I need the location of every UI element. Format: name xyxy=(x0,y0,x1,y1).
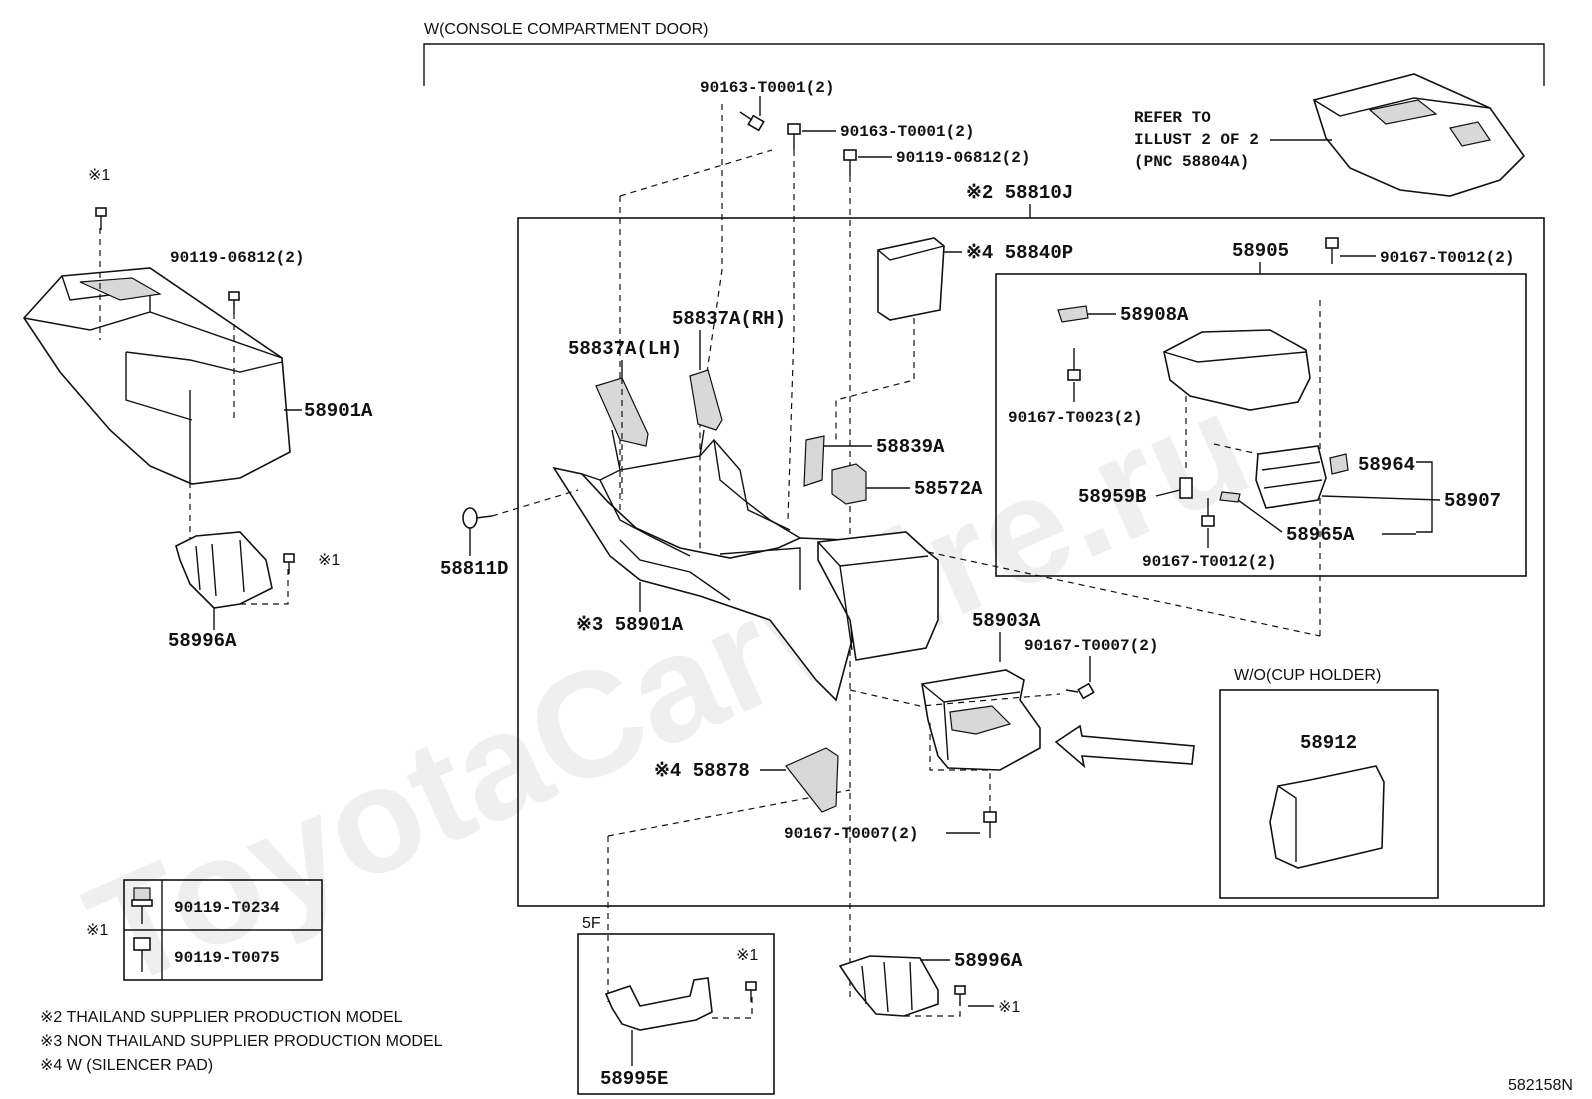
callout-58996A-bottom: 58996A xyxy=(954,950,1023,972)
left-console-58901A xyxy=(22,228,291,540)
cup-holder-58903A xyxy=(921,669,1041,771)
main-console-58901A xyxy=(552,429,853,702)
side-pad-58837A-RH xyxy=(689,369,723,431)
variant-title: W/O(CUP HOLDER) xyxy=(1234,667,1381,684)
panel-58912 xyxy=(1269,765,1385,869)
callout-90167-T0007-a: 90167-T0007(2) xyxy=(1024,637,1158,655)
bolt-icon xyxy=(95,207,107,230)
pad-58839A xyxy=(803,435,825,487)
side-pad-58837A-LH xyxy=(595,377,649,500)
callout-58810J: ※2 58810J xyxy=(966,182,1073,204)
arrow-icon xyxy=(1054,724,1195,769)
callout-58905: 58905 xyxy=(1232,240,1289,262)
illustration-code: 582158N xyxy=(1508,1077,1573,1094)
block-58572A xyxy=(831,463,867,505)
screw-icon xyxy=(843,149,857,176)
callout-58995E: 58995E xyxy=(600,1068,668,1090)
callout-58903A: 58903A xyxy=(972,610,1041,632)
callout-58912: 58912 xyxy=(1300,732,1357,754)
assembly-box-58810J xyxy=(517,217,1545,907)
callout-note1-5F: ※1 xyxy=(736,947,758,964)
callout-90163-T0001-b: 90163-T0001(2) xyxy=(840,123,974,141)
callout-58996A-left: 58996A xyxy=(168,630,237,652)
bolt-icon xyxy=(283,553,295,574)
bracket-58995E xyxy=(604,977,753,1031)
variant-5F-label: 5F xyxy=(582,915,601,932)
group-bracket xyxy=(423,43,1545,86)
callout-58907: 58907 xyxy=(1444,490,1501,512)
callout-58959B: 58959B xyxy=(1078,486,1146,508)
legend-part-1: 90119-T0234 xyxy=(174,899,280,917)
callout-58901A-main: ※3 58901A xyxy=(576,614,684,636)
note-3: ※3 NON THAILAND SUPPLIER PRODUCTION MODE… xyxy=(40,1033,443,1050)
callout-note1-bracket: ※1 xyxy=(318,552,340,569)
note-4: ※4 W (SILENCER PAD) xyxy=(40,1057,213,1074)
callout-58837A-RH: 58837A(RH) xyxy=(672,308,786,330)
callout-90167-T0023: 90167-T0023(2) xyxy=(1008,409,1142,427)
spring-58965A xyxy=(1219,491,1241,503)
clip-58964 xyxy=(1329,453,1349,475)
legend-part-2: 90119-T0075 xyxy=(174,949,280,967)
lock-58907 xyxy=(1213,443,1327,509)
bolt-icon xyxy=(131,887,153,924)
callout-90167-T0007-b: 90167-T0007(2) xyxy=(784,825,918,843)
screw-icon xyxy=(1201,498,1215,527)
callout-58811D: 58811D xyxy=(440,558,508,580)
screw-icon xyxy=(929,720,997,838)
pad-58878 xyxy=(785,747,839,813)
group-title: W(CONSOLE COMPARTMENT DOOR) xyxy=(424,21,708,38)
callout-58840P: ※4 58840P xyxy=(966,242,1073,264)
clip-58811D xyxy=(462,489,579,529)
legend-table xyxy=(123,879,323,981)
screw-icon xyxy=(1325,237,1339,264)
screw-icon xyxy=(739,111,765,132)
bracket-58996A-bottom xyxy=(838,955,961,1017)
silencer-pad-58840P xyxy=(835,237,945,440)
callout-90163-T0001-a: 90163-T0001(2) xyxy=(700,79,834,97)
callout-90167-T0012-top: 90167-T0012(2) xyxy=(1380,249,1514,267)
screw-icon xyxy=(1065,682,1095,700)
callout-58901A-left: 58901A xyxy=(304,400,373,422)
callout-90119-06812-top: 90119-06812(2) xyxy=(896,149,1030,167)
callout-58839A: 58839A xyxy=(876,436,945,458)
bolt-icon xyxy=(133,937,151,972)
callout-90119-06812: 90119-06812(2) xyxy=(170,249,304,267)
reference-console-illustration xyxy=(1312,73,1526,197)
bolt-icon xyxy=(228,291,240,314)
callout-58965A: 58965A xyxy=(1286,524,1355,546)
screw-icon xyxy=(787,123,801,150)
variant-box-no-cupholder xyxy=(1219,689,1439,899)
latch-58959B xyxy=(1179,477,1193,499)
subassembly-box-58905 xyxy=(995,273,1527,577)
bracket-58996A-left xyxy=(175,531,289,609)
legend-marker: ※1 xyxy=(86,922,108,939)
refer-line-3: (PNC 58804A) xyxy=(1134,153,1249,171)
callout-note1-bottom: ※1 xyxy=(998,999,1020,1016)
compartment-box xyxy=(817,300,1321,661)
bolt-icon xyxy=(954,985,966,1006)
bolt-icon xyxy=(745,981,757,1002)
callout-58572A: 58572A xyxy=(914,478,983,500)
variant-box-5F xyxy=(577,933,775,1095)
refer-line-1: REFER TO xyxy=(1134,109,1211,127)
callout-note1: ※1 xyxy=(88,167,110,184)
callout-58908A: 58908A xyxy=(1120,304,1189,326)
callout-58878: ※4 58878 xyxy=(654,760,750,782)
note-2: ※2 THAILAND SUPPLIER PRODUCTION MODEL xyxy=(40,1009,403,1026)
lid-58905 xyxy=(1163,329,1311,470)
refer-line-2: ILLUST 2 OF 2 xyxy=(1134,131,1259,149)
callout-58964: 58964 xyxy=(1358,454,1415,476)
callout-90167-T0012-bottom: 90167-T0012(2) xyxy=(1142,553,1276,571)
hinge-58908A xyxy=(1057,305,1089,323)
callout-58837A-LH: 58837A(LH) xyxy=(568,338,682,360)
screw-icon xyxy=(1067,348,1081,381)
